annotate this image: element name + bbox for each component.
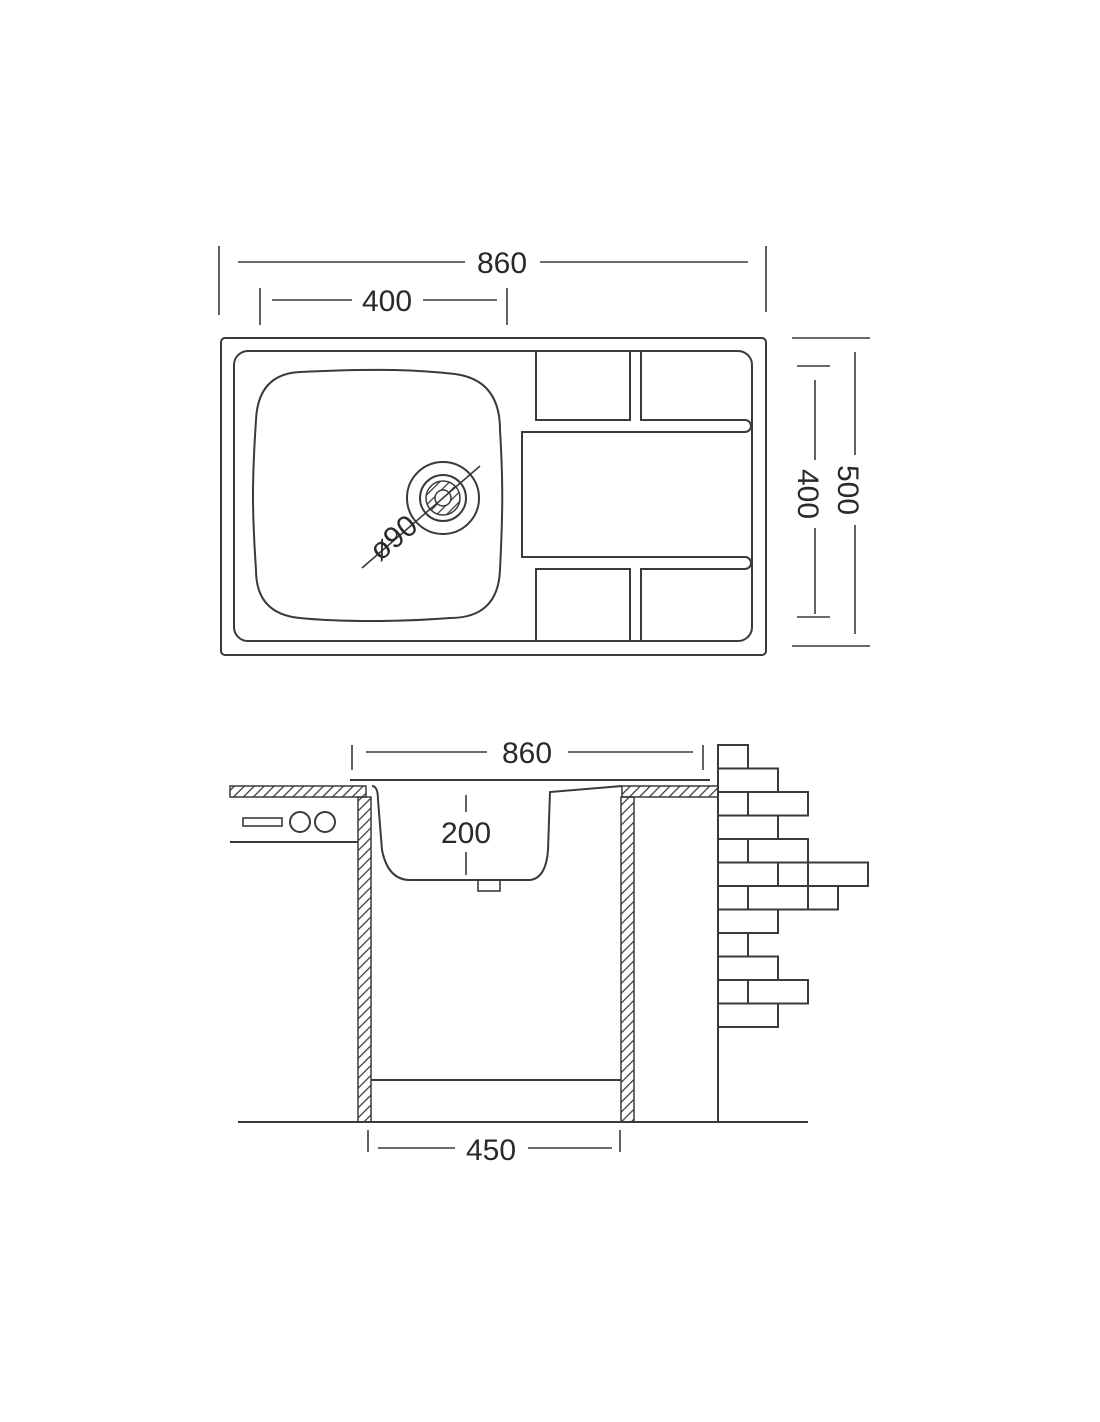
brick (717, 838, 749, 864)
brick (717, 744, 749, 770)
top-view: 860 400 ø90 (218, 246, 870, 656)
knob-icon (289, 811, 311, 833)
knob-icon (314, 811, 336, 833)
brick (717, 861, 779, 887)
dimension-label: 450 (466, 1134, 516, 1167)
brick (747, 885, 809, 911)
cabinet-wall-left (357, 796, 372, 1123)
brick (717, 767, 779, 793)
brick (777, 861, 809, 887)
dimension-bowl-depth-side: 200 (441, 795, 491, 875)
appliance-panel (230, 811, 358, 843)
dimension-label: 200 (441, 817, 491, 850)
sink-inner-edge (233, 350, 753, 642)
brick (747, 979, 809, 1005)
brick (807, 861, 869, 887)
drain-outlet (477, 879, 501, 892)
dimension-label: 500 (831, 465, 864, 515)
cabinet-wall-right (620, 796, 635, 1123)
brick (717, 932, 749, 958)
sink-outer-edge (220, 337, 767, 656)
dimension-label: 860 (502, 737, 552, 770)
side-view: 860 200 450 (229, 737, 869, 1167)
brick (807, 885, 839, 911)
countertop-left (229, 785, 367, 798)
dimension-label: 860 (477, 247, 527, 280)
brick (717, 979, 749, 1005)
brick-wall (717, 744, 869, 1028)
brick (717, 885, 749, 911)
dimension-overall-depth: 500 (792, 337, 870, 647)
brick (747, 791, 809, 817)
dimension-cabinet-width: 450 (367, 1130, 621, 1167)
sink-bowl-profile (371, 785, 623, 881)
dimension-label: 400 (362, 285, 412, 318)
brick (717, 1002, 779, 1028)
dimension-bowl-depth: 400 (791, 365, 830, 618)
brick (747, 838, 809, 864)
drain: ø90 (361, 461, 481, 569)
dimension-overall-width-top: 860 (218, 246, 767, 315)
countertop-right (621, 785, 719, 798)
brick (717, 791, 749, 817)
dimension-bowl-width-top: 400 (259, 285, 508, 325)
brick (717, 955, 779, 981)
dimension-label: 400 (791, 469, 824, 519)
brick (717, 908, 779, 934)
sink-bowl (252, 368, 504, 622)
drainboard (521, 351, 752, 641)
dimension-overall-width-side: 860 (351, 737, 704, 770)
brick (717, 814, 779, 840)
